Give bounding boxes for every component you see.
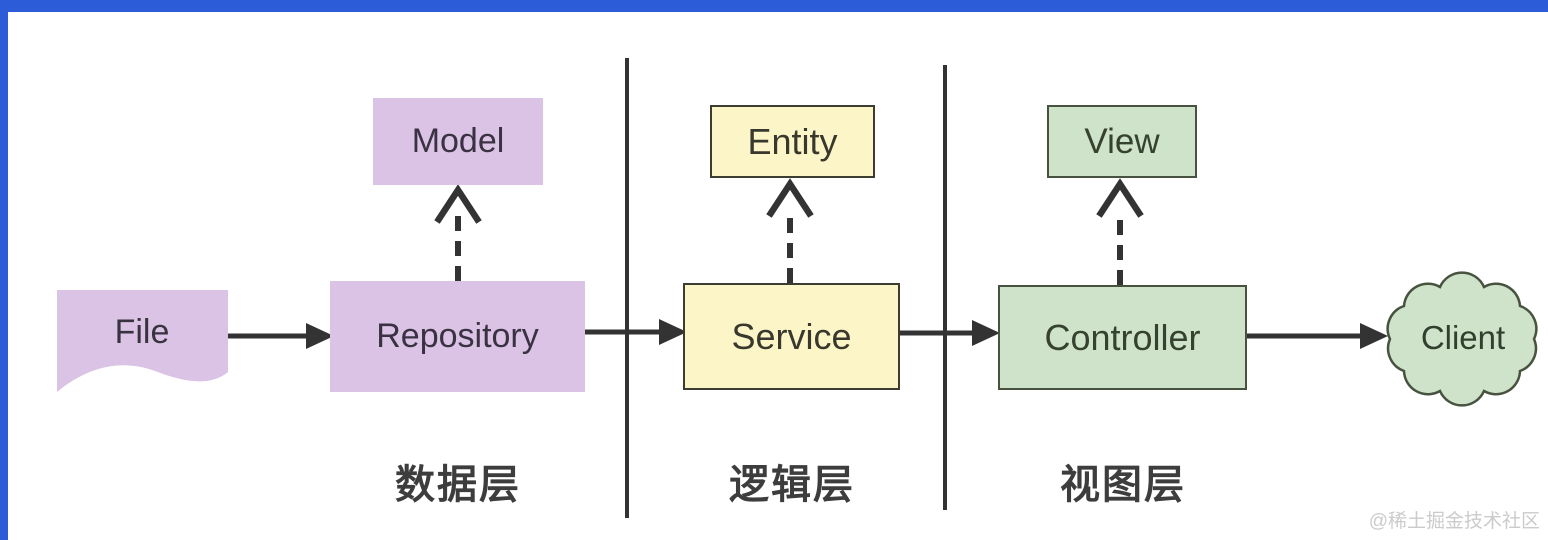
file-node-label: File — [114, 312, 170, 351]
arrow-repository-to-model — [434, 184, 482, 281]
view-node: View — [1047, 105, 1197, 178]
entity-node: Entity — [710, 105, 875, 178]
repository-node: Repository — [330, 281, 585, 392]
client-cloud-shape — [1386, 271, 1538, 407]
arrow-repository-to-service — [585, 319, 687, 345]
layer-label-logic: 逻辑层 — [729, 463, 855, 507]
service-node: Service — [683, 283, 900, 390]
layer-label-data: 数据层 — [395, 463, 521, 507]
file-document-shape — [57, 290, 228, 392]
arrow-service-to-entity — [766, 178, 814, 283]
controller-node: Controller — [998, 285, 1247, 390]
arrow-controller-to-view — [1096, 178, 1144, 285]
model-node: Model — [373, 98, 543, 185]
watermark: @稀土掘金技术社区 — [1368, 511, 1540, 532]
client-node-label: Client — [1420, 319, 1506, 356]
layer-label-view: 视图层 — [1060, 463, 1186, 507]
arrow-service-to-controller — [900, 320, 1000, 346]
arrow-controller-to-client — [1247, 323, 1388, 349]
arrow-file-to-repository — [228, 323, 334, 349]
frame-left-border — [0, 0, 8, 540]
frame-top-border — [0, 0, 1548, 12]
